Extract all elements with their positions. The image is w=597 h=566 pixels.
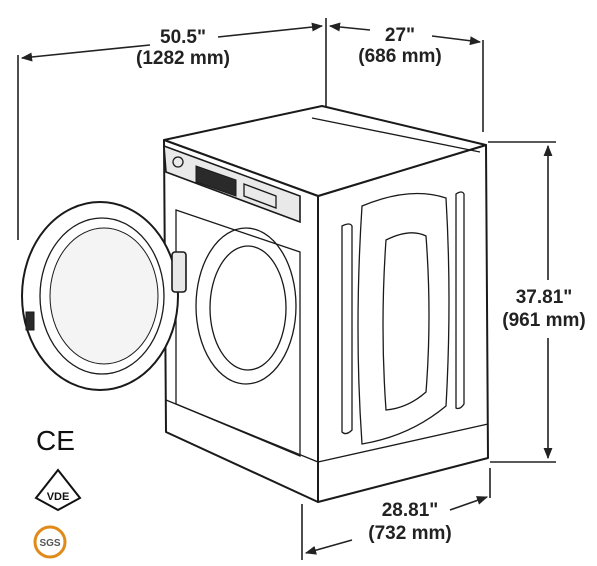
kick-plate-line [165,399,319,463]
sgs-mark-text: SGS [39,538,60,549]
side-panel-left-groove [341,223,353,435]
width-arrow-left [20,44,151,62]
power-knob-icon [172,156,184,168]
side-panel-right-groove [455,191,465,410]
front-load-washer [21,105,489,503]
depth-arrow-right [431,35,482,46]
base-inches-label: 28.81" [382,500,439,521]
door-hinge [171,251,187,293]
side-panel-outer-emboss [357,192,450,445]
depth-dimension: 27" (686 mm) [328,22,484,132]
base-arrow-right [449,496,489,511]
top-rear-edge [311,117,481,153]
height-mm-label: (961 mm) [502,310,585,331]
open-door [21,201,187,391]
certification-marks: CE VDE SGS [33,425,82,559]
washer-side-panel [317,144,489,503]
display-window [195,165,237,197]
width-mm-label: (1282 mm) [136,48,230,69]
base-dimension: 28.81" (732 mm) [301,468,491,560]
height-inches-label: 37.81" [516,287,573,308]
sgs-mark-icon: SGS [33,525,67,559]
width-inches-label: 50.5" [160,27,206,48]
door-opening-outer [195,227,297,385]
drum-opening [209,245,287,371]
vde-mark-text: VDE [47,491,70,503]
door-recess [175,209,301,457]
side-panel-inner-emboss [382,232,430,411]
side-base-line [317,423,489,463]
control-buttons [243,183,277,209]
depth-mm-label: (686 mm) [358,46,441,67]
depth-arrow-left [328,22,371,32]
width-arrow-right [217,22,324,38]
depth-inches-label: 27" [385,25,415,46]
vde-mark-icon: VDE [34,468,82,512]
door-glass [49,227,159,365]
width-dimension: 50.5" (1282 mm) [17,18,327,240]
base-mm-label: (732 mm) [368,523,451,544]
height-dimension: 37.81" (961 mm) [488,141,586,463]
door-latch-icon [25,311,35,331]
door-inner-ring [39,217,165,375]
base-arrow-left [304,539,353,555]
ce-mark-icon: CE [36,425,75,456]
